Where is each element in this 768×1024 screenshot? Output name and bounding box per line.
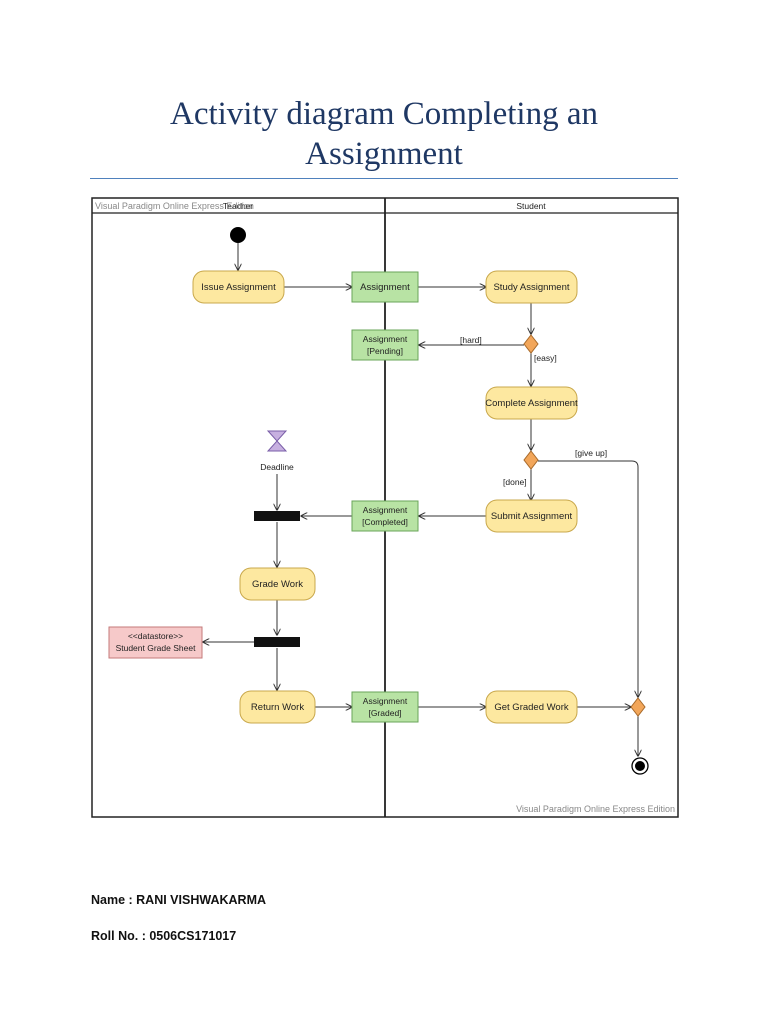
object-assignment-graded: Assignment [Graded] <box>351 691 419 723</box>
svg-text:Get Graded Work: Get Graded Work <box>494 702 569 713</box>
guard-done: [done] <box>503 477 527 487</box>
guard-easy: [easy] <box>534 353 557 363</box>
guard-give-up: [give up] <box>575 448 607 458</box>
svg-text:Assignment: Assignment <box>363 505 408 515</box>
svg-text:Assignment: Assignment <box>360 282 410 293</box>
svg-text:<<datastore>>: <<datastore>> <box>128 631 183 641</box>
object-assignment: Assignment <box>351 271 419 303</box>
initial-node <box>230 227 246 243</box>
svg-text:Assignment: Assignment <box>363 696 408 706</box>
svg-text:Issue Assignment: Issue Assignment <box>201 282 276 293</box>
watermark-top: Visual Paradigm Online Express Edition <box>95 201 254 211</box>
flow-edges <box>203 243 638 756</box>
object-assignment-completed: Assignment [Completed] <box>351 500 419 532</box>
svg-text:Grade Work: Grade Work <box>252 579 303 590</box>
student-name: Name : RANI VISHWAKARMA <box>91 893 267 907</box>
guard-hard: [hard] <box>460 335 482 345</box>
action-complete-assignment: Complete Assignment <box>485 386 578 420</box>
svg-text:Submit Assignment: Submit Assignment <box>491 511 573 522</box>
join-bar <box>254 511 300 521</box>
title-divider <box>90 178 678 179</box>
action-return-work: Return Work <box>239 690 316 724</box>
svg-text:Student Grade Sheet: Student Grade Sheet <box>116 643 197 653</box>
action-issue-assignment: Issue Assignment <box>192 270 285 304</box>
merge-node <box>630 697 646 717</box>
hourglass-icon <box>266 430 288 452</box>
action-grade-work: Grade Work <box>239 567 316 601</box>
action-submit-assignment: Submit Assignment <box>485 499 578 533</box>
svg-text:[Completed]: [Completed] <box>362 517 408 527</box>
decision-node-progress <box>523 450 539 470</box>
svg-text:Assignment: Assignment <box>363 334 408 344</box>
page-title: Activity diagram Completing an Assignmen… <box>169 96 598 172</box>
svg-text:[Pending]: [Pending] <box>367 346 403 356</box>
roll-number: Roll No. : 0506CS171017 <box>91 929 237 943</box>
svg-text:Complete Assignment: Complete Assignment <box>485 398 578 409</box>
action-get-graded-work: Get Graded Work <box>485 690 578 724</box>
lane-teacher-title: Teacher <box>223 201 253 211</box>
fork-bar <box>254 637 300 647</box>
object-assignment-pending: Assignment [Pending] <box>351 329 419 361</box>
lane-student-title: Student <box>516 201 546 211</box>
watermark-bottom: Visual Paradigm Online Express Edition <box>516 804 675 814</box>
svg-text:Study Assignment: Study Assignment <box>493 282 569 293</box>
datastore-student-grade-sheet: <<datastore>> Student Grade Sheet <box>108 626 203 659</box>
deadline-label: Deadline <box>260 462 294 472</box>
svg-text:[Graded]: [Graded] <box>368 708 401 718</box>
flow-give-up-merge <box>538 460 638 697</box>
decision-node-difficulty <box>523 334 539 354</box>
svg-text:Return Work: Return Work <box>251 702 304 713</box>
action-study-assignment: Study Assignment <box>485 270 578 304</box>
final-node <box>631 757 649 775</box>
